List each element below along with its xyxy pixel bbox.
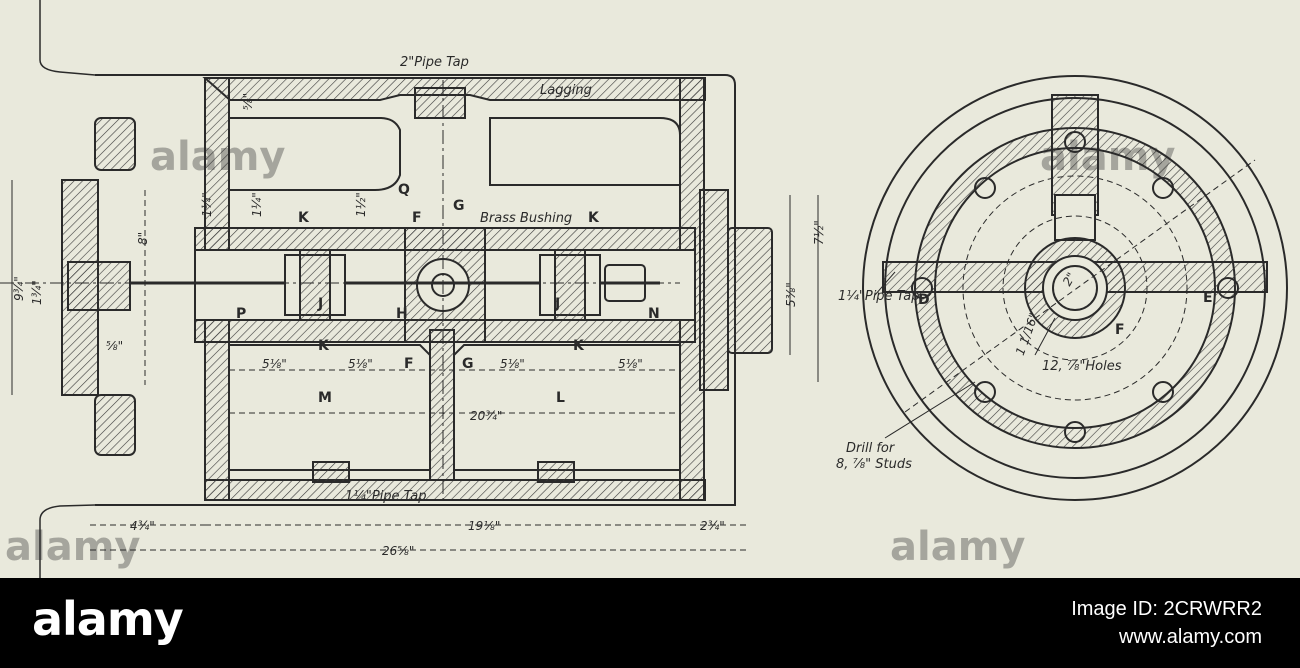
label-f: F bbox=[412, 210, 422, 226]
pipe-tap-side-label: 1¼"Pipe Tap bbox=[838, 289, 919, 304]
dim-5-8-top: ⅝" bbox=[241, 93, 255, 110]
watermark-layer: alamy alamy alamy alamy bbox=[5, 134, 1175, 570]
dim-5-3-8: 5⅜" bbox=[784, 282, 798, 307]
label-k: K bbox=[573, 338, 585, 354]
studs-label: 8, ⅞" Studs bbox=[836, 457, 912, 472]
label-f: F bbox=[404, 356, 414, 372]
label-q: Q bbox=[398, 182, 410, 198]
watermark: alamy bbox=[890, 524, 1025, 570]
watermark: alamy bbox=[150, 134, 285, 180]
dim-2-3-4: 2¾" bbox=[700, 519, 725, 533]
dim-1-1-2: 1½" bbox=[354, 192, 368, 217]
pipe-tap-top-label: 2"Pipe Tap bbox=[400, 55, 469, 70]
dim-5-1-8-c: 5⅛" bbox=[500, 357, 525, 371]
dim-5-1-8-b: 5⅛" bbox=[348, 357, 373, 371]
engineering-drawing: 2"Pipe Tap Lagging Brass Bushing 1¼"Pipe… bbox=[0, 0, 1288, 578]
dim-1-3-4: 1¾" bbox=[30, 280, 44, 305]
label-g: G bbox=[453, 198, 465, 214]
drill-label: Drill for bbox=[846, 441, 896, 456]
image-id-label: Image ID: 2CRWRR2 bbox=[1071, 598, 1262, 620]
label-j: J bbox=[317, 296, 323, 312]
watermark: alamy bbox=[5, 524, 140, 570]
end-view bbox=[862, 75, 1288, 501]
dim-9-3-4: 9¾" bbox=[12, 276, 26, 301]
dim-2: 2" bbox=[1060, 270, 1079, 288]
dim-5-8-left: ⅝" bbox=[106, 339, 123, 353]
label-h: H bbox=[396, 306, 408, 322]
label-l: L bbox=[556, 390, 565, 406]
pipe-tap-bottom-label: 1¼"Pipe Tap bbox=[345, 489, 426, 504]
label-p: P bbox=[236, 306, 246, 322]
dim-5-1-8-d: 5⅛" bbox=[618, 357, 643, 371]
label-d: D bbox=[918, 292, 930, 308]
dim-7-1-2: 7½" bbox=[812, 220, 826, 245]
dim-1-1-4: 1¼" bbox=[250, 192, 264, 217]
label-f: F bbox=[1115, 322, 1125, 338]
lagging-label: Lagging bbox=[540, 83, 592, 98]
label-k: K bbox=[588, 210, 600, 226]
sectional-view bbox=[0, 0, 819, 578]
site-url-link[interactable]: www.alamy.com bbox=[1119, 626, 1262, 648]
dim-5-1-8-a: 5⅛" bbox=[262, 357, 287, 371]
dim-4-3-4: 4¾" bbox=[130, 519, 155, 533]
holes-label: 12, ⅞"Holes bbox=[1042, 359, 1122, 374]
label-k: K bbox=[318, 338, 330, 354]
dim-1-1-4: 1¼" bbox=[200, 192, 214, 217]
footer-bar: alamy Image ID: 2CRWRR2 www.alamy.com bbox=[0, 578, 1300, 668]
dim-8: 8" bbox=[136, 232, 150, 245]
brass-bushing-label: Brass Bushing bbox=[480, 211, 572, 226]
dim-19-1-8: 19⅛" bbox=[468, 519, 500, 533]
dim-20-3-4: 20¾" bbox=[470, 409, 502, 423]
dim-26-5-8: 26⅝" bbox=[382, 544, 414, 558]
watermark: alamy bbox=[1040, 134, 1175, 180]
label-e: E bbox=[1203, 290, 1213, 306]
label-n: N bbox=[648, 306, 660, 322]
label-m: M bbox=[318, 390, 332, 406]
label-j: J bbox=[554, 296, 560, 312]
label-k: K bbox=[298, 210, 310, 226]
label-g: G bbox=[462, 356, 474, 372]
alamy-logo[interactable]: alamy bbox=[32, 592, 184, 646]
